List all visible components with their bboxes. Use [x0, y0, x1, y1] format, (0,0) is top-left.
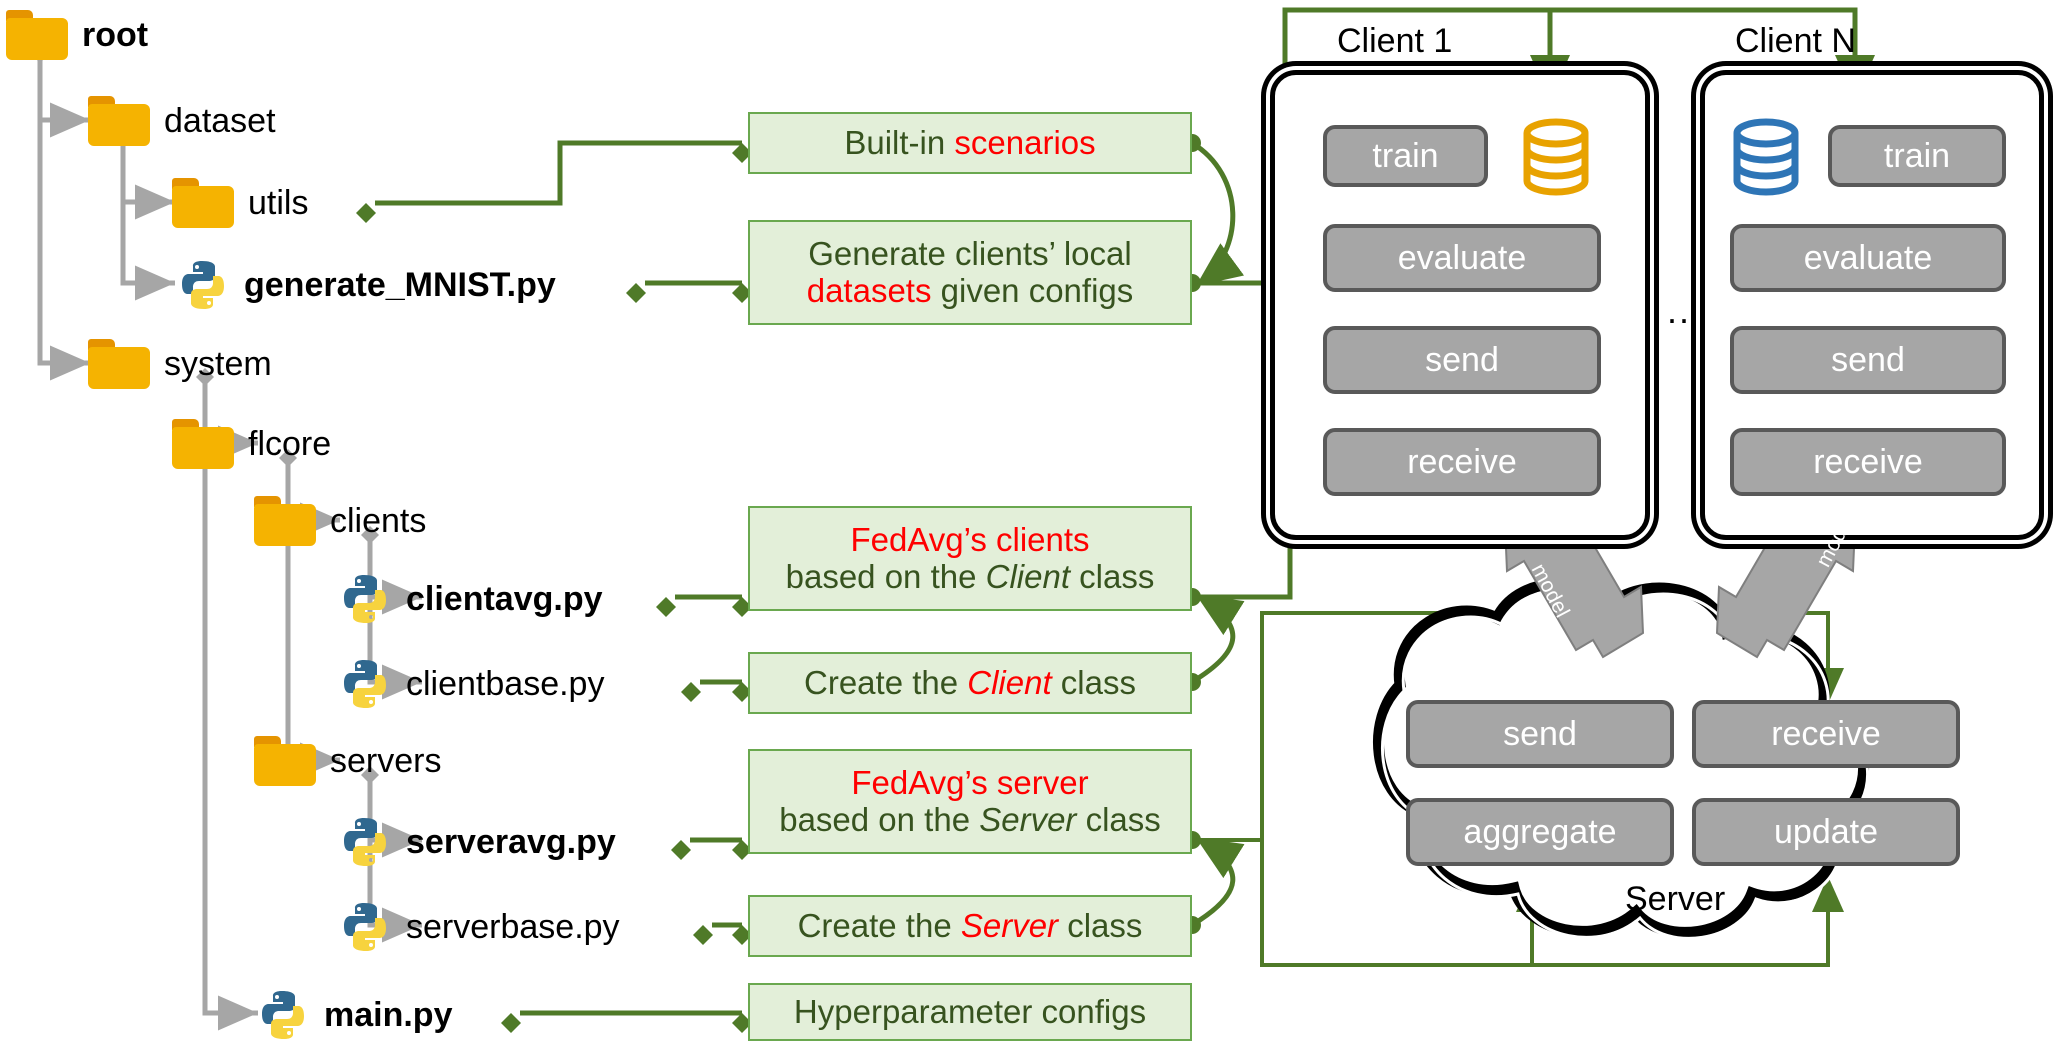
annotation-hyperparameter-configs[interactable]: Hyperparameter configs: [748, 983, 1192, 1041]
annotation-text-red: FedAvg’s clients: [850, 520, 1090, 558]
server-label: Server: [1625, 880, 1726, 918]
client-n-method-train[interactable]: train: [1828, 125, 2006, 187]
green-link-lines: [375, 140, 742, 1016]
server-method-send[interactable]: send: [1406, 700, 1674, 768]
tree-item-label: utils: [248, 183, 309, 222]
merge-arcs: [1190, 140, 1245, 928]
tree-item-generate-mnist[interactable]: generate_MNIST.py: [176, 254, 556, 316]
folder-icon: [6, 10, 68, 60]
server-method-update[interactable]: update: [1692, 798, 1960, 866]
annotation-text-plain: Create the: [797, 906, 961, 944]
client-n-method-send[interactable]: send: [1730, 326, 2006, 394]
annotation-text-plain-2: class: [1051, 663, 1136, 701]
python-file-icon: [338, 900, 392, 954]
server-method-aggregate[interactable]: aggregate: [1406, 798, 1674, 866]
tree-item-label: dataset: [164, 101, 276, 140]
tree-item-label: main.py: [324, 995, 453, 1034]
tree-item-serverbase[interactable]: serverbase.py: [338, 896, 620, 958]
folder-icon: [88, 339, 150, 389]
clients-ellipsis-separator: ...: [1667, 290, 1704, 331]
annotation-line-1: Generate clients’ local: [808, 234, 1132, 272]
tree-item-serveravg[interactable]: serveravg.py: [338, 811, 616, 873]
client-n-method-receive[interactable]: receive: [1730, 428, 2006, 496]
client-1-method-train[interactable]: train: [1323, 125, 1488, 187]
tree-item-label: servers: [330, 741, 442, 780]
tree-item-system[interactable]: system: [88, 333, 272, 395]
annotation-text-italic: Client: [985, 557, 1070, 595]
tree-item-label: flcore: [248, 424, 332, 463]
annotation-text-plain: given configs: [931, 271, 1134, 309]
server-method-receive[interactable]: receive: [1692, 700, 1960, 768]
folder-icon: [172, 419, 234, 469]
annotation-text-plain-2: class: [1070, 557, 1155, 595]
tree-item-label: serveravg.py: [406, 822, 616, 861]
annotation-text-red-italic: Server: [960, 906, 1059, 944]
database-icon-yellow: [1520, 118, 1592, 196]
annotation-text-plain: based on the: [779, 800, 980, 838]
tree-item-label: clients: [330, 501, 427, 540]
folder-icon: [88, 96, 150, 146]
python-file-icon: [256, 988, 310, 1042]
annotation-text-red-italic: Client: [967, 663, 1052, 701]
annotation-text-plain: Create the: [804, 663, 968, 701]
tree-item-clientavg[interactable]: clientavg.py: [338, 568, 603, 630]
green-link-diamonds: [356, 143, 752, 1033]
annotation-text-plain: Hyperparameter configs: [793, 992, 1147, 1030]
tree-item-dataset[interactable]: dataset: [88, 90, 276, 152]
tree-item-label: system: [164, 344, 272, 383]
tree-item-flcore[interactable]: flcore: [172, 413, 331, 475]
annotation-text-red: scenarios: [954, 123, 1096, 161]
python-file-icon: [338, 657, 392, 711]
tree-item-clients[interactable]: clients: [254, 490, 426, 552]
python-file-icon: [338, 815, 392, 869]
tree-item-label: serverbase.py: [406, 907, 620, 946]
annotation-text-plain: based on the: [785, 557, 986, 595]
annotation-create-client[interactable]: Create the Client class: [748, 652, 1192, 714]
client-1-method-evaluate[interactable]: evaluate: [1323, 224, 1601, 292]
client-n-title: Client N: [1735, 22, 1856, 60]
tree-item-servers[interactable]: servers: [254, 730, 441, 792]
client-1-method-receive[interactable]: receive: [1323, 428, 1601, 496]
tree-item-label: generate_MNIST.py: [244, 265, 556, 304]
annotation-text-plain: Built-in: [844, 123, 955, 161]
folder-icon: [254, 496, 316, 546]
python-file-icon: [176, 258, 230, 312]
tree-item-root[interactable]: root: [6, 4, 148, 66]
client-n-method-evaluate[interactable]: evaluate: [1730, 224, 2006, 292]
tree-item-main[interactable]: main.py: [256, 984, 452, 1046]
annotation-text-italic: Server: [979, 800, 1077, 838]
annotation-text-plain-2: class: [1058, 906, 1143, 944]
dataset-feed-lines: [1200, 7, 1875, 286]
annotation-text-plain-2: class: [1076, 800, 1161, 838]
tree-item-label: clientavg.py: [406, 579, 603, 618]
tree-item-utils[interactable]: utils: [172, 172, 308, 234]
database-icon-blue: [1730, 118, 1802, 196]
folder-icon: [172, 178, 234, 228]
tree-item-clientbase[interactable]: clientbase.py: [338, 653, 604, 715]
annotation-text-red: FedAvg’s server: [851, 763, 1089, 801]
client-1-title: Client 1: [1337, 22, 1453, 60]
annotation-create-server[interactable]: Create the Server class: [748, 895, 1192, 957]
tree-item-label: root: [82, 15, 149, 54]
annotation-builtin-scenarios[interactable]: Built-in scenarios: [748, 112, 1192, 174]
folder-icon: [254, 736, 316, 786]
annotation-text-red: datasets: [806, 271, 932, 309]
client-1-method-send[interactable]: send: [1323, 326, 1601, 394]
tree-item-label: clientbase.py: [406, 664, 605, 703]
python-file-icon: [338, 572, 392, 626]
